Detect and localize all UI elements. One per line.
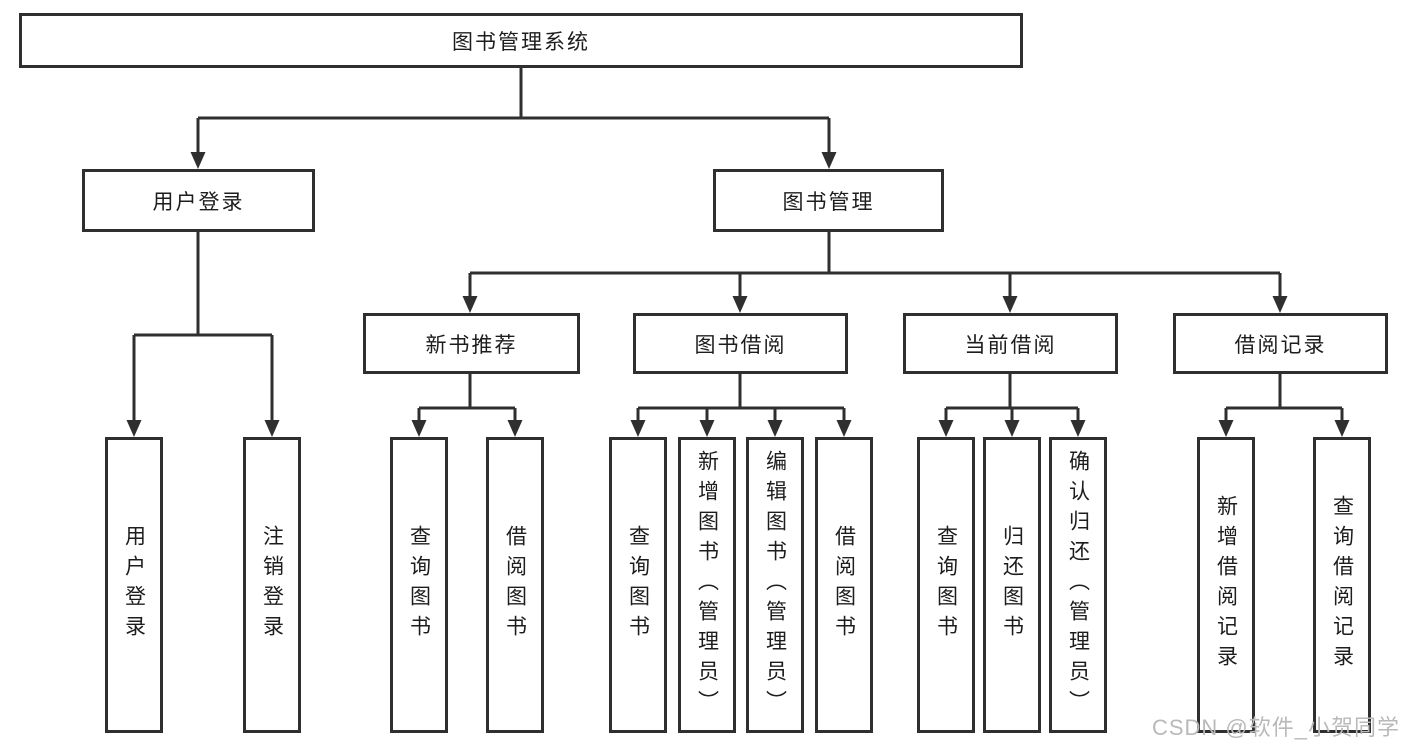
node-label: 图书借阅 <box>694 333 787 357</box>
leaf-edit-books-admin: 编辑图书（管理员） <box>746 437 804 733</box>
leaf-add-books-admin: 新增图书（管理员） <box>678 437 736 733</box>
leaf-label: 查询借阅记录 <box>1330 495 1354 675</box>
leaf-query-books: 查询图书 <box>917 437 975 733</box>
arrow-down-icon <box>836 420 852 437</box>
leaf-label: 用户登录 <box>122 525 146 645</box>
leaf-label: 注销登录 <box>260 525 284 645</box>
arrow-down-icon <box>411 420 427 437</box>
node-label: 当前借阅 <box>964 333 1057 357</box>
arrow-down-icon <box>732 296 748 313</box>
node-borrowing-records: 借阅记录 <box>1173 313 1388 374</box>
leaf-label: 编辑图书（管理员） <box>763 450 787 720</box>
node-label: 借阅记录 <box>1234 333 1327 357</box>
arrow-down-icon <box>1334 420 1350 437</box>
node-user-login: 用户登录 <box>82 169 315 232</box>
leaf-query-borrow-record: 查询借阅记录 <box>1313 437 1371 733</box>
leaf-borrow-books: 借阅图书 <box>486 437 544 733</box>
arrow-down-icon <box>264 420 280 437</box>
leaf-user-login: 用户登录 <box>105 437 163 733</box>
leaf-label: 借阅图书 <box>503 525 527 645</box>
arrow-down-icon <box>1272 296 1288 313</box>
arrow-down-icon <box>190 152 206 169</box>
leaf-label: 查询图书 <box>407 525 431 645</box>
arrow-down-icon <box>1070 420 1086 437</box>
arrow-down-icon <box>507 420 523 437</box>
arrow-down-icon <box>767 420 783 437</box>
node-label: 图书管理 <box>782 190 875 214</box>
arrow-down-icon <box>1004 420 1020 437</box>
leaf-label: 查询图书 <box>626 525 650 645</box>
arrow-down-icon <box>1218 420 1234 437</box>
leaf-borrow-books: 借阅图书 <box>815 437 873 733</box>
arrowheads <box>126 152 1350 437</box>
arrow-down-icon <box>462 296 478 313</box>
node-book-management: 图书管理 <box>713 169 944 232</box>
node-label: 图书管理系统 <box>452 30 590 54</box>
node-book-borrowing: 图书借阅 <box>633 313 848 374</box>
leaf-label: 新增图书（管理员） <box>695 450 719 720</box>
leaf-label: 确认归还（管理员） <box>1066 450 1090 720</box>
leaf-return-books: 归还图书 <box>983 437 1041 733</box>
arrow-down-icon <box>1002 296 1018 313</box>
node-label: 用户登录 <box>152 190 245 214</box>
leaf-query-books: 查询图书 <box>390 437 448 733</box>
watermark: CSDN @软件_小贺同学 <box>1151 715 1400 740</box>
arrow-down-icon <box>630 420 646 437</box>
leaf-label: 借阅图书 <box>832 525 856 645</box>
node-library-management-system: 图书管理系统 <box>19 13 1023 68</box>
node-label: 新书推荐 <box>425 333 518 357</box>
leaf-query-books: 查询图书 <box>609 437 667 733</box>
leaf-label: 查询图书 <box>934 525 958 645</box>
leaf-add-borrow-record: 新增借阅记录 <box>1197 437 1255 733</box>
arrow-down-icon <box>126 420 142 437</box>
arrow-down-icon <box>938 420 954 437</box>
leaf-confirm-return-admin: 确认归还（管理员） <box>1049 437 1107 733</box>
leaf-logout: 注销登录 <box>243 437 301 733</box>
arrow-down-icon <box>699 420 715 437</box>
node-current-borrowing: 当前借阅 <box>903 313 1118 374</box>
arrow-down-icon <box>821 152 837 169</box>
leaf-label: 归还图书 <box>1000 525 1024 645</box>
leaf-label: 新增借阅记录 <box>1214 495 1238 675</box>
connector-lines <box>132 68 1344 423</box>
node-new-book-recommendation: 新书推荐 <box>363 313 580 374</box>
